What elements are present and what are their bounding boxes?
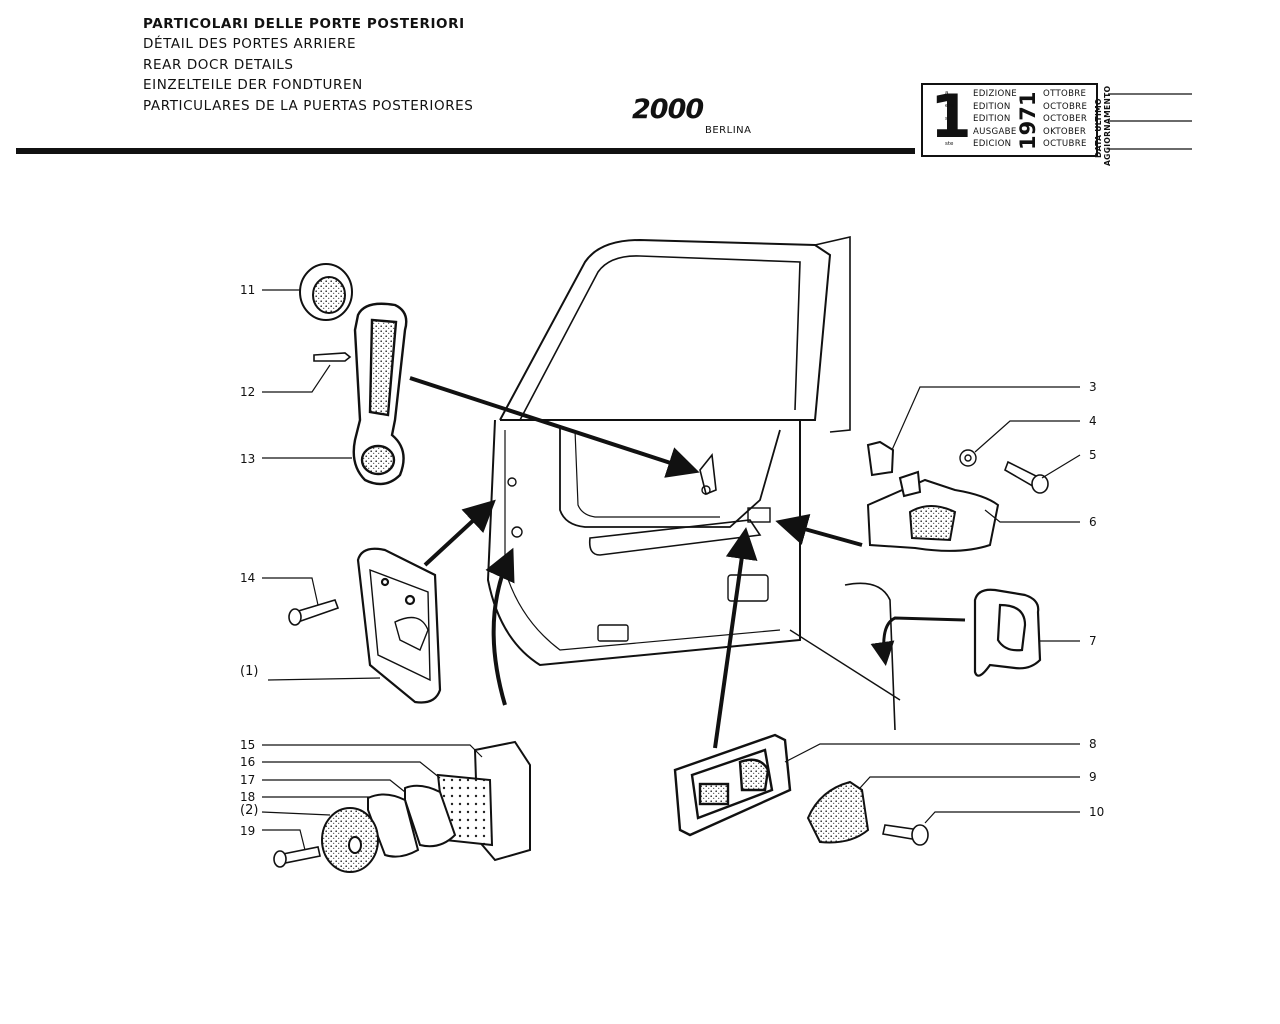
edition-months: OTTOBRE OCTOBRE OCTOBER OKTOBER OCTUBRE [1043, 88, 1087, 151]
callout-13: 13 [240, 452, 256, 466]
title-german: EINZELTEILE DER FONDTUREN [143, 77, 363, 94]
edition-month: OTTOBRE [1043, 89, 1087, 99]
callout-19: 19 [240, 824, 256, 838]
edition-suffix: ere [945, 103, 954, 109]
header-rule [16, 148, 915, 154]
callout-5: 5 [1089, 448, 1097, 462]
callout-11: 11 [240, 283, 256, 297]
edition-box [921, 83, 1098, 157]
callout-2: (2) [240, 803, 259, 818]
edition-word: EDIZIONE [973, 89, 1018, 99]
callout-15: 15 [240, 738, 256, 752]
title-english: REAR DOCR DETAILS [143, 56, 294, 73]
hinge-screw-part [288, 599, 340, 626]
leader-lines [261, 289, 1081, 851]
callout-10: 10 [1089, 805, 1105, 819]
title-italian: PARTICOLARI DELLE PORTE POSTERIORI [143, 16, 465, 32]
edition-word: EDICION [973, 139, 1012, 149]
edition-word: EDITION [973, 101, 1011, 112]
callout-4: 4 [1089, 414, 1097, 428]
recess-screw-part [882, 824, 929, 846]
inner-handle-assembly-part [866, 440, 1000, 552]
title-french: DÉTAIL DES PORTES ARRIERE [143, 36, 357, 53]
stack-screw-part [273, 846, 321, 868]
edition-suffix: ste [945, 141, 954, 147]
rear-door [486, 235, 901, 731]
model-subtitle: BERLINA [705, 125, 752, 136]
callout-12: 12 [240, 385, 256, 399]
crank-screw-part [313, 352, 352, 362]
callout-9: 9 [1089, 770, 1097, 784]
update-lines [1108, 93, 1192, 150]
title-spanish: PARTICULARES DE LA PUERTAS POSTERIORES [143, 97, 474, 114]
lock-washer-part [959, 449, 977, 467]
callout-1: (1) [240, 664, 259, 679]
edition-month: OCTUBRE [1043, 139, 1087, 149]
door-check-stack-part [321, 740, 531, 873]
callout-6: 6 [1089, 515, 1097, 529]
edition-suffix: a [945, 90, 949, 96]
door-bracket-part [973, 588, 1042, 677]
callout-17: 17 [240, 773, 256, 787]
callout-14: 14 [240, 571, 256, 585]
handle-screw-part [1004, 460, 1049, 494]
hinge-plate-part [356, 547, 442, 704]
edition-word: AUSGABE [973, 126, 1017, 137]
edition-month: OCTOBRE [1043, 101, 1088, 112]
header-titles: PARTICOLARI DELLE PORTE POSTERIORI DÉTAI… [143, 14, 473, 116]
edition-words: EDIZIONE EDITION EDITION AUSGABE EDICION [973, 88, 1017, 151]
model-logo: 2000 [632, 94, 704, 125]
cover-pad-part [806, 780, 870, 844]
handle-recess-part [673, 733, 792, 837]
edition-number: 1 [930, 82, 972, 152]
edition-month: OKTOBER [1043, 126, 1087, 137]
callout-18: 18 [240, 790, 256, 804]
assembly-arrows [409, 376, 966, 749]
edition-month: OCTOBER [1043, 114, 1088, 124]
callout-3: 3 [1089, 380, 1097, 394]
edition-suffix: . [945, 129, 947, 135]
window-crank-part [352, 302, 408, 486]
callout-7: 7 [1089, 634, 1097, 648]
callout-8: 8 [1089, 737, 1097, 751]
edition-suffix: st [945, 116, 951, 122]
bezel-ring-part [299, 263, 353, 321]
edition-word: EDITION [973, 114, 1011, 124]
callout-16: 16 [240, 755, 256, 769]
